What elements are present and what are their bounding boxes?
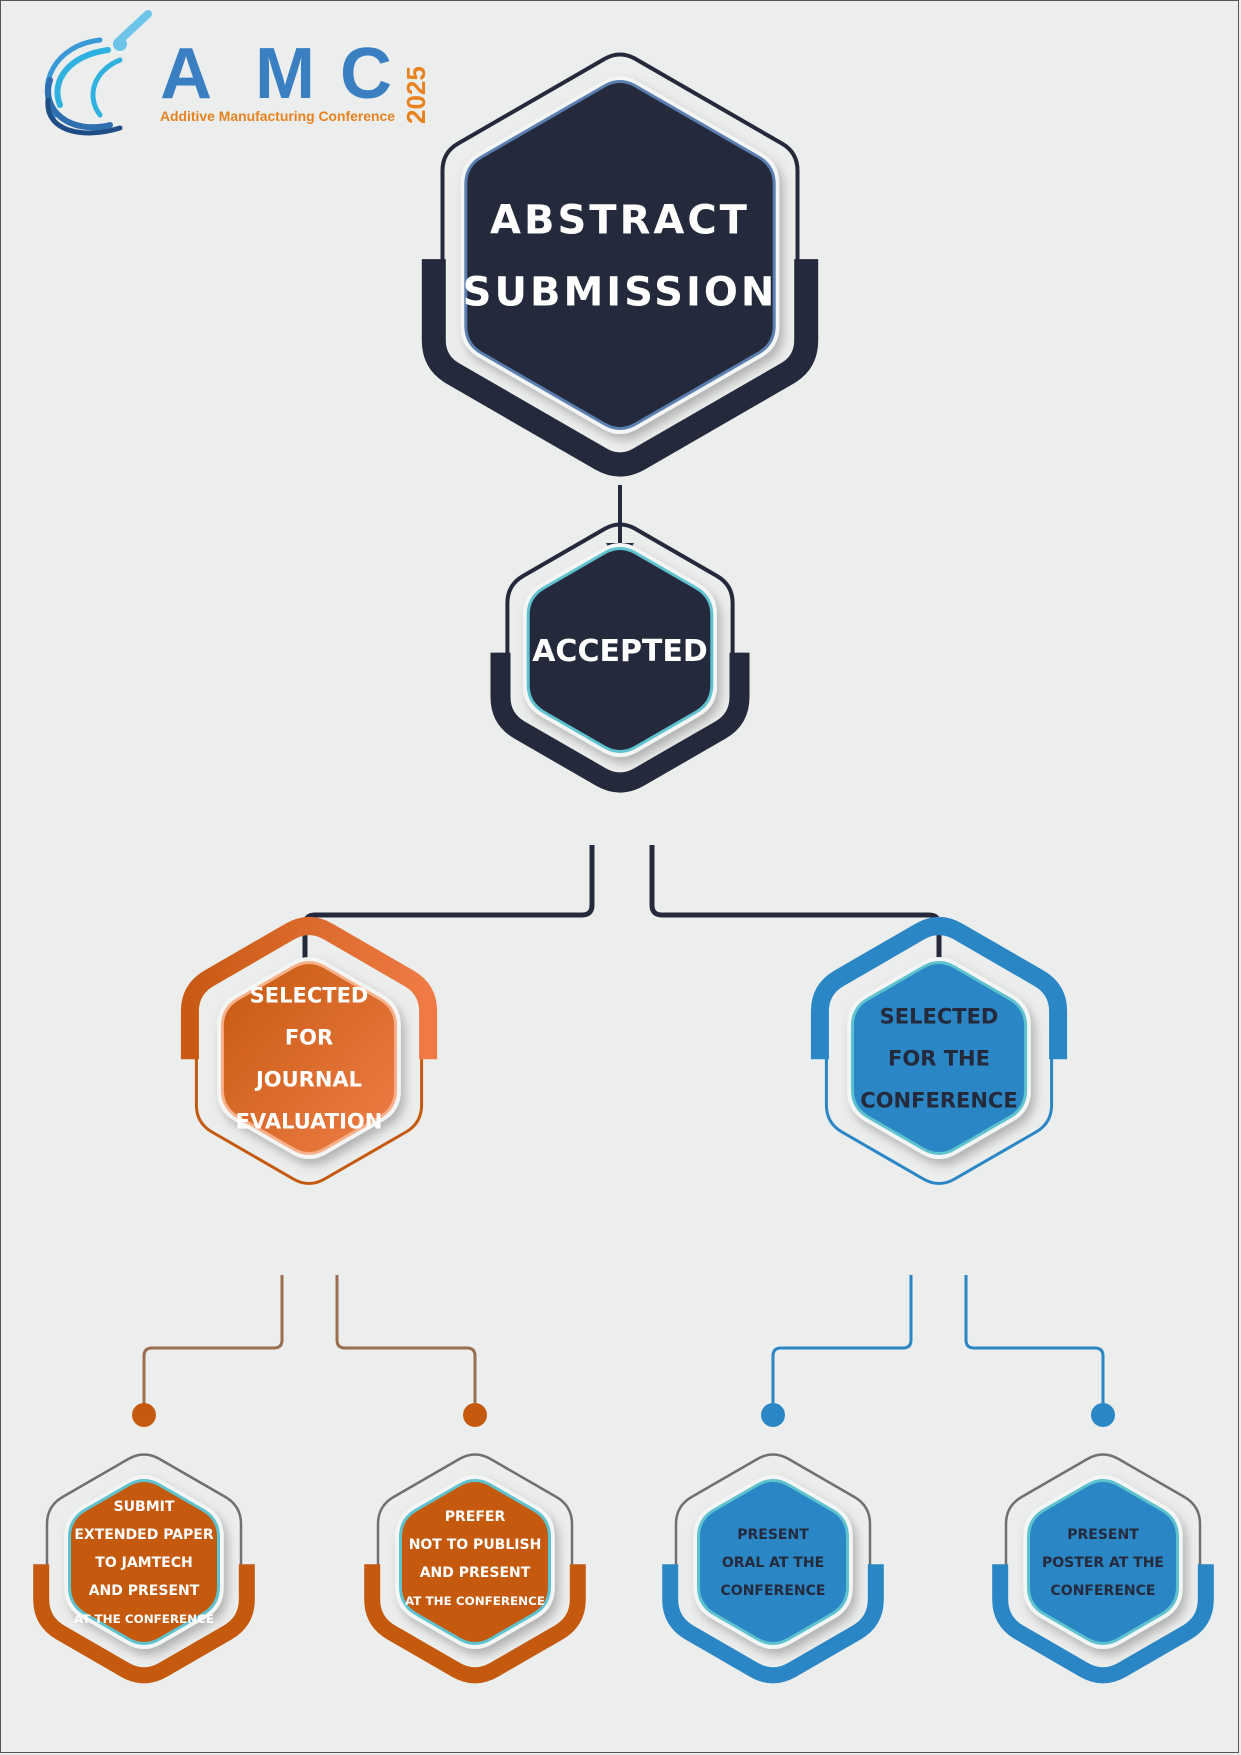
connector-journal-to-no-publish <box>335 1275 477 1413</box>
connector-accepted-to-conference <box>649 845 942 982</box>
connector-dot <box>761 1403 785 1427</box>
hex-thick-band <box>490 652 750 793</box>
node-label-line: SELECTED <box>880 1005 999 1029</box>
node-label-line: CONFERENCE <box>721 1583 826 1599</box>
node-label-line: JOURNAL <box>254 1068 362 1092</box>
node-label-line: CONFERENCE <box>860 1089 1017 1113</box>
connector-dot <box>1091 1403 1115 1427</box>
hex-inner-fill <box>68 1479 220 1645</box>
hex-inner-fill <box>526 547 714 753</box>
node-label-line: FOR THE <box>888 1047 990 1071</box>
node-accepted: ACCEPTED <box>490 522 750 793</box>
connector-conference-to-oral <box>771 1275 913 1413</box>
hex-inner-fill <box>399 1479 551 1645</box>
logo-swirl-icon <box>44 10 152 136</box>
node-present-poster: PRESENT POSTER AT THE CONFERENCE <box>992 1453 1214 1684</box>
connector-journal-to-extended <box>142 1275 284 1413</box>
hex-thick-band <box>364 1564 586 1684</box>
logo-year: 2025 <box>401 66 431 124</box>
logo-letter-m: M <box>255 34 315 114</box>
logo-letter-a: A <box>160 34 212 114</box>
node-abstract-submission: ABSTRACT SUBMISSION <box>421 52 819 477</box>
hex-inner-fill <box>850 961 1028 1155</box>
hex-thick-band <box>180 917 438 1060</box>
node-label-line: SUBMIT <box>114 1499 175 1515</box>
connector-accepted-to-journal <box>302 845 595 982</box>
node-label-line: AT THE CONFERENCE <box>405 1594 545 1608</box>
node-prefer-not-to-publish: PREFER NOT TO PUBLISH AND PRESENT AT THE CO… <box>364 1453 586 1684</box>
node-label-line: EVALUATION <box>236 1110 383 1134</box>
hex-inner-fill <box>697 1479 849 1645</box>
node-label-line: AT THE CONFERENCE <box>74 1612 214 1626</box>
node-label-line: AND PRESENT <box>420 1565 531 1581</box>
hex-inner-fill <box>464 80 776 430</box>
node-selected-for-journal: SELECTED FOR JOURNAL EVALUATION <box>180 917 438 1185</box>
hex-inner-fill <box>220 961 398 1155</box>
hex-thick-band <box>421 259 819 477</box>
hex-thick-band <box>810 917 1068 1060</box>
node-label-line: AND PRESENT <box>89 1583 200 1599</box>
hex-thick-band <box>992 1564 1214 1684</box>
node-label-line: PRESENT <box>1067 1527 1139 1543</box>
amc-logo: A M C Additive Manufacturing Conference … <box>44 10 431 136</box>
node-label-line: CONFERENCE <box>1051 1583 1156 1599</box>
connector-conference-to-poster <box>964 1275 1105 1413</box>
node-present-oral: PRESENT ORAL AT THE CONFERENCE <box>662 1453 884 1684</box>
connector-dot <box>463 1403 487 1427</box>
node-label-line: EXTENDED PAPER <box>74 1527 214 1543</box>
node-label-line: SUBMISSION <box>463 269 778 315</box>
node-label-line: ORAL AT THE <box>722 1555 824 1571</box>
node-submit-extended-paper: SUBMIT EXTENDED PAPER TO JAMTECH AND PRESEN… <box>33 1453 255 1684</box>
node-label-line: POSTER AT THE <box>1042 1555 1164 1571</box>
node-label-line: FOR <box>285 1026 333 1050</box>
node-selected-for-conference: SELECTED FOR THE CONFERENCE <box>810 917 1068 1185</box>
logo-letter-c: C <box>340 34 392 114</box>
connector-dot <box>132 1403 156 1427</box>
node-label-line: TO JAMTECH <box>95 1555 192 1571</box>
node-label-line: SELECTED <box>250 984 369 1008</box>
hex-thick-band <box>662 1564 884 1684</box>
node-label-line: PREFER <box>445 1509 506 1525</box>
node-label-line: ACCEPTED <box>532 634 708 669</box>
node-label-line: NOT TO PUBLISH <box>409 1537 542 1553</box>
node-label-line: ABSTRACT <box>490 197 750 243</box>
node-label-line: PRESENT <box>737 1527 809 1543</box>
hex-inner-fill <box>1027 1479 1179 1645</box>
logo-subtitle: Additive Manufacturing Conference <box>160 108 395 124</box>
hex-thick-band <box>33 1564 255 1684</box>
